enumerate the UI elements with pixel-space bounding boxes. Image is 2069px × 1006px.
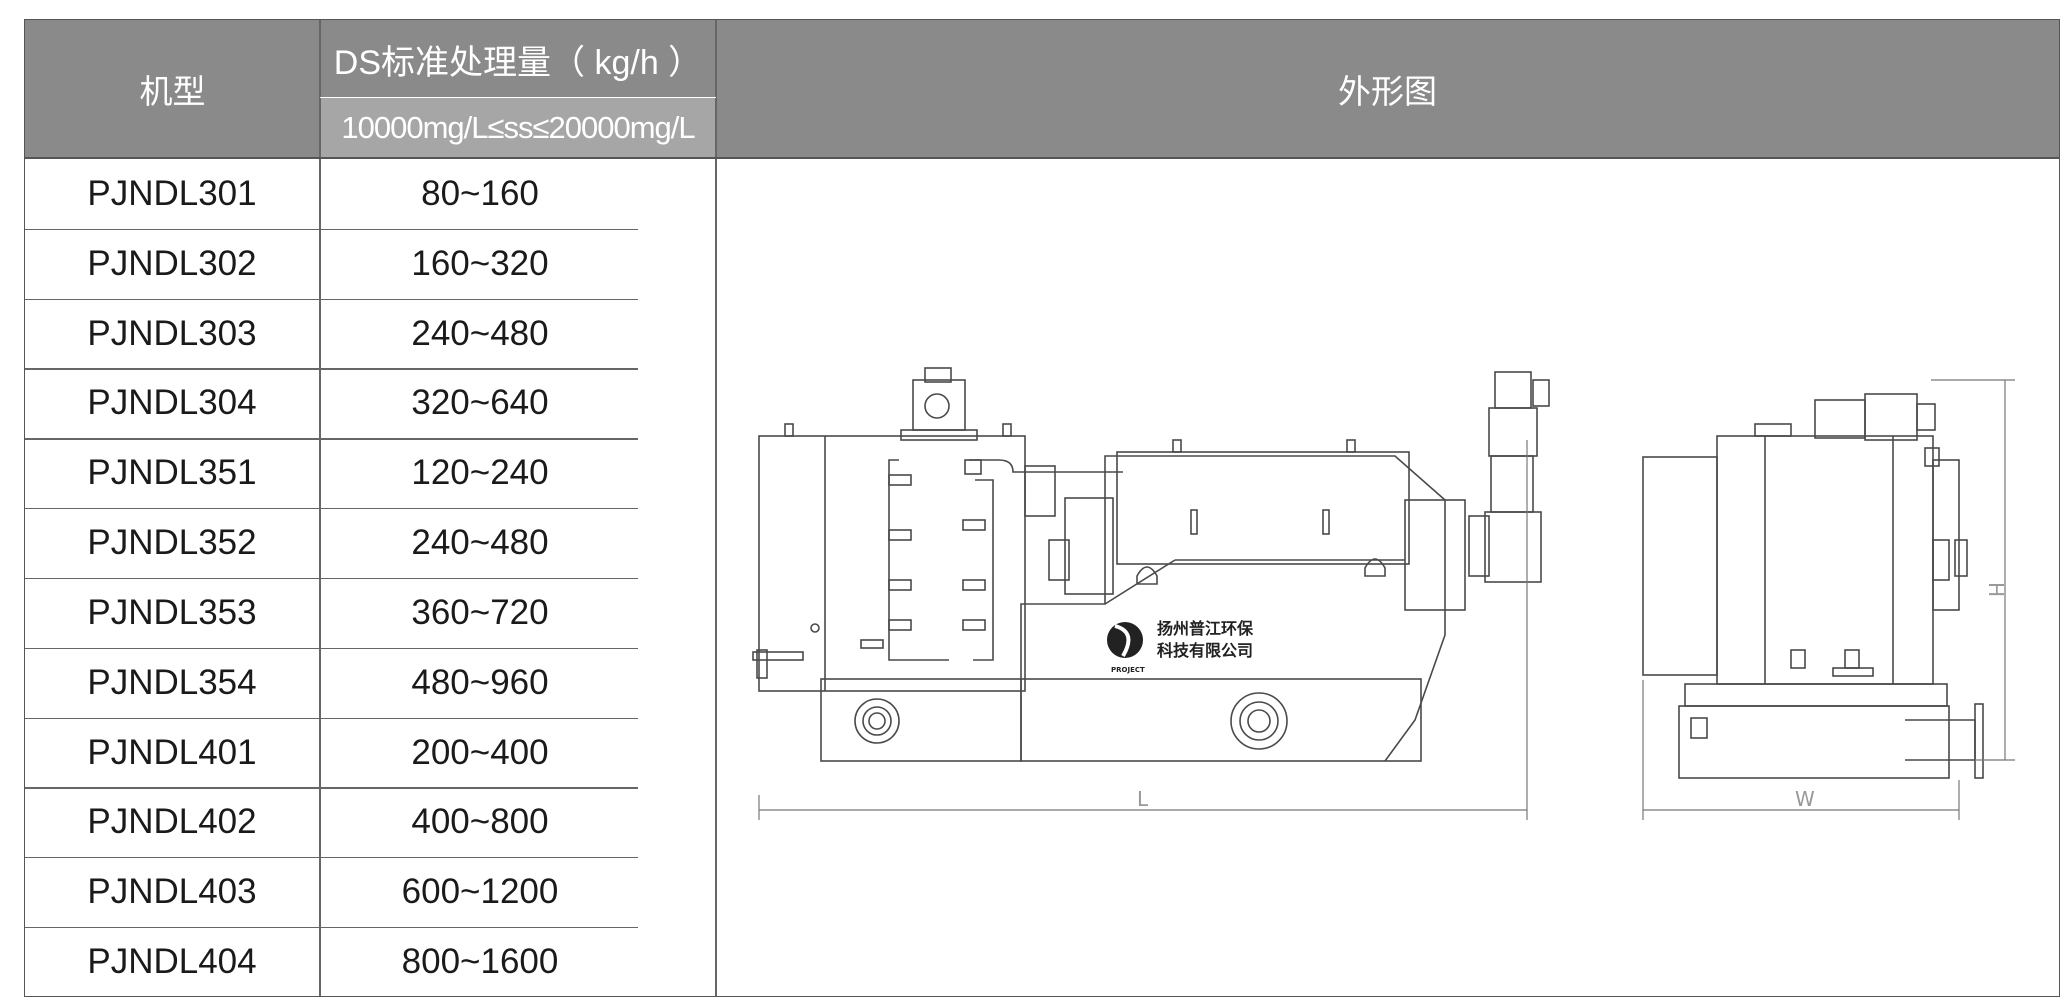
dimension-label-height: H [1984, 582, 2008, 597]
logo-text-line2: 科技有限公司 [1157, 641, 1253, 660]
header-model-label: 机型 [139, 72, 206, 110]
capacity-cell: 200~400 [411, 732, 549, 772]
column-divider-1 [319, 20, 321, 996]
row-divider [25, 368, 638, 370]
row-divider [25, 228, 638, 231]
capacity-cell: 160~320 [411, 243, 549, 283]
capacity-cell: 120~240 [411, 453, 549, 493]
row-divider [25, 857, 638, 859]
model-cell: PJNDL302 [87, 243, 257, 283]
dimension-label-length: L [1137, 787, 1149, 811]
row-divider [25, 298, 638, 300]
model-cell: PJNDL304 [87, 383, 257, 423]
header-model: 机型 [25, 20, 320, 157]
capacity-cell: 240~480 [411, 523, 549, 563]
header-condition-label: 10000mg/L≤ss≤20000mg/L [341, 109, 695, 145]
row-divider [25, 927, 638, 929]
dimension-lines [758, 379, 2015, 820]
row-divider [25, 577, 638, 580]
model-cell: PJNDL301 [87, 173, 257, 213]
capacity-cell: 320~640 [411, 383, 549, 423]
model-cell: PJNDL401 [87, 732, 257, 772]
dimension-label-width: W [1795, 787, 1815, 811]
capacity-cell: 600~1200 [401, 872, 559, 912]
capacity-cell: 360~720 [411, 592, 549, 632]
header-drawing: 外形图 [716, 20, 2059, 157]
capacity-cell: 400~800 [411, 802, 549, 842]
capacity-cell: 800~1600 [401, 942, 559, 982]
model-cell: PJNDL402 [87, 802, 257, 842]
header-inner-divider [320, 97, 716, 98]
model-cell: PJNDL404 [87, 942, 257, 982]
model-cell: PJNDL352 [87, 523, 257, 563]
logo-text-line1: 扬州普江环保 [1157, 619, 1254, 638]
column-divider-2 [715, 20, 717, 996]
header-capacity-label: DS标准处理量（ kg/h ） [333, 43, 703, 82]
company-logo [1107, 622, 1143, 658]
header-drawing-label: 外形图 [1338, 72, 1437, 110]
row-divider [25, 508, 638, 510]
model-cell: PJNDL351 [87, 453, 257, 493]
model-cell: PJNDL403 [87, 872, 257, 912]
model-cell: PJNDL303 [87, 313, 257, 353]
row-divider [25, 647, 638, 649]
model-cell: PJNDL354 [87, 662, 257, 702]
capacity-cell: 480~960 [411, 662, 549, 702]
machine-outline-drawing: 扬州普江环保 科技有限公司 PROJECT L W H [752, 367, 2015, 820]
row-divider [25, 717, 638, 719]
logo-caption: PROJECT [1111, 666, 1145, 674]
spec-sheet: 机型 DS标准处理量（ kg/h ） 10000mg/L≤ss≤20000mg/… [24, 19, 2060, 997]
front-view [1642, 393, 1984, 779]
model-cell: PJNDL353 [87, 592, 257, 632]
header-bottom-rule [25, 157, 2059, 159]
capacity-cell: 240~480 [411, 313, 549, 353]
row-divider [25, 787, 638, 789]
header-capacity: DS标准处理量（ kg/h ） [320, 20, 716, 98]
row-divider [25, 438, 638, 440]
capacity-cell: 80~160 [421, 173, 539, 213]
side-view [752, 367, 1550, 762]
header-condition: 10000mg/L≤ss≤20000mg/L [320, 98, 716, 157]
